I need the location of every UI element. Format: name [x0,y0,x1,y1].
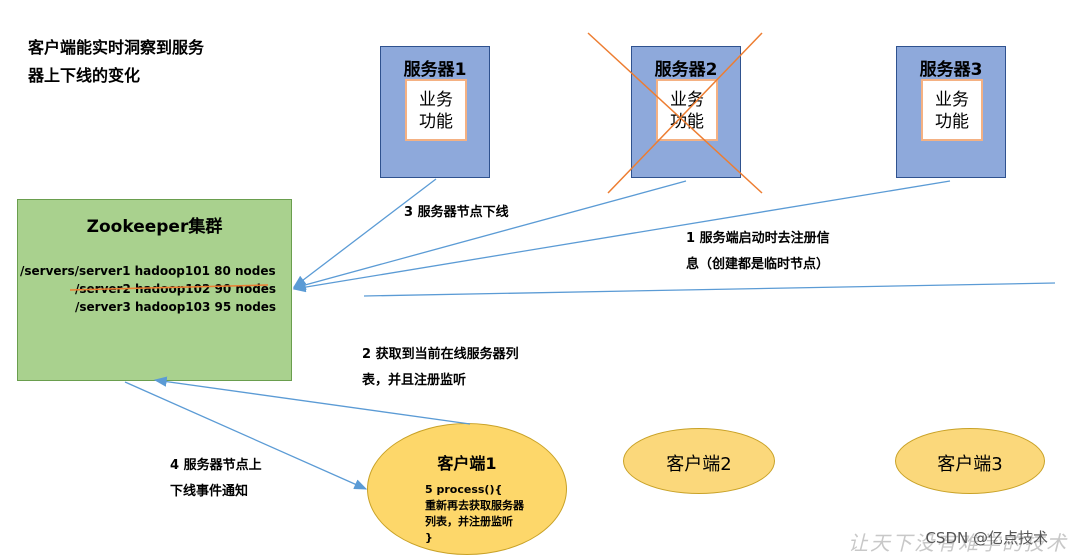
server-2-cross-line-a [587,32,763,194]
zk-node-server1: /servers/server1 hadoop101 80 nodes [20,264,276,278]
step-4-line-2: 下线事件通知 [170,484,249,499]
server-1-name: 服务器1 [403,60,467,80]
zk-node-server3: /server3 hadoop103 95 nodes [75,300,277,314]
zookeeper-title: Zookeeper集群 [86,217,223,237]
server-3-box: 服务器3 业务 功能 [896,46,1006,178]
server-2-cross-line-b [607,32,763,194]
handwriting-watermark: 让天下没有难学的技术 [848,531,1068,555]
step-1-line-1: 1 服务端启动时去注册信 [686,231,830,246]
csdn-watermark: CSDN @亿点技术 [925,529,1048,547]
step-1-line-2: 息（创建都是临时节点） [686,257,830,272]
server-2-biz-line-1: 业务 [670,90,704,110]
step-3-label: 3 服务器节点下线 [404,205,509,220]
client-1-code-line-2: 重新再去获取服务器 [425,499,524,512]
arrow-client1-to-zk [153,376,471,425]
step-1-label: 1 服务端启动时去注册信 息（创建都是临时节点） [686,226,830,278]
server-3-biz-line-1: 业务 [935,90,969,110]
step-4-label: 4 服务器节点上 下线事件通知 [170,453,262,505]
horizontal-connector [363,282,1056,297]
client-2-name: 客户端2 [666,454,732,475]
client-1-code-line-4: } [425,531,433,544]
client-3-ellipse: 客户端3 [895,428,1045,494]
arrow-zk-to-client1 [124,381,368,490]
step-2-line-2: 表，并且注册监听 [362,373,467,388]
title-line-2: 器上下线的变化 [28,66,141,85]
zk-server2-strike [69,284,269,291]
step-4-line-1: 4 服务器节点上 [170,458,262,473]
server-2-name: 服务器2 [654,60,718,80]
arrow-server2-to-zk [292,180,687,290]
client-1-process-code: 5 process(){ 重新再去获取服务器 列表，并注册监听 } [425,482,524,546]
client-2-ellipse: 客户端2 [623,428,775,494]
client-1-code-line-1: 5 process(){ [425,483,503,496]
title-line-1: 客户端能实时洞察到服务 [28,38,205,57]
arrow-server3-to-zk [292,180,951,293]
step-2-label: 2 获取到当前在线服务器列 表，并且注册监听 [362,342,519,394]
server-1-biz-line-2: 功能 [419,112,453,132]
client-1-name: 客户端1 [437,454,497,473]
diagram-title: 客户端能实时洞察到服务 器上下线的变化 [28,34,248,90]
zookeeper-cluster-box: Zookeeper集群 [17,199,292,381]
server-1-business-box: 业务 功能 [405,79,467,141]
arrow-server1-to-zk [292,178,437,288]
server-3-business-box: 业务 功能 [921,79,983,141]
server-1-biz-line-1: 业务 [419,90,453,110]
client-1-code-line-3: 列表，并注册监听 [425,515,513,528]
client-3-name: 客户端3 [937,454,1003,475]
server-3-name: 服务器3 [919,60,983,80]
server-1-box: 服务器1 业务 功能 [380,46,490,178]
step-2-line-1: 2 获取到当前在线服务器列 [362,347,519,362]
server-3-biz-line-2: 功能 [935,112,969,132]
